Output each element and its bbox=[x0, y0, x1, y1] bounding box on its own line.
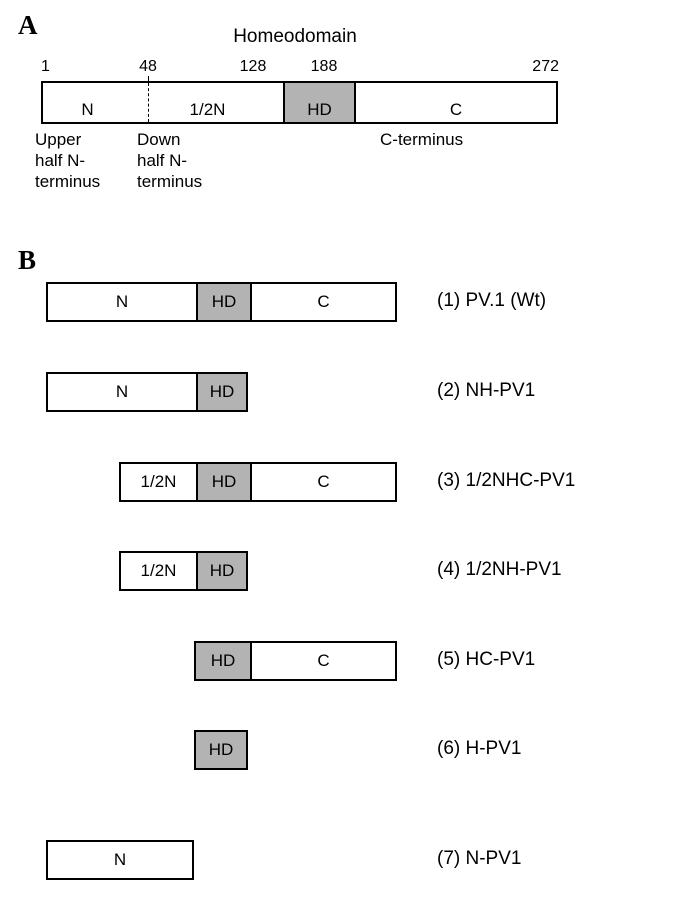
construct-4-segment-half-n-label: 1/2N bbox=[140, 561, 177, 580]
construct-3-segment-c-label: C bbox=[317, 472, 330, 491]
construct-1-segment-n-label: N bbox=[115, 292, 129, 311]
panel-a-letter: A bbox=[18, 10, 38, 40]
tick-label-188: 188 bbox=[310, 58, 338, 75]
segment-c-label: C bbox=[449, 100, 463, 119]
tick-label-48: 48 bbox=[139, 58, 157, 75]
tick-mark-48 bbox=[148, 76, 149, 83]
construct-5-segment-c-label: C bbox=[317, 651, 330, 670]
annotation-upper-half-n-terminus: Upper half N- terminus bbox=[35, 130, 101, 191]
divider-residue-48 bbox=[148, 83, 149, 122]
construct-3-segment-c: C bbox=[250, 464, 395, 500]
construct-4-segment-hd: HD bbox=[196, 553, 246, 589]
construct-4-segment-half-n: 1/2N bbox=[121, 553, 196, 589]
construct-1-segment-hd: HD bbox=[196, 284, 250, 320]
construct-bar-2: N HD bbox=[46, 372, 248, 412]
construct-2-segment-hd: HD bbox=[196, 374, 246, 410]
segment-n: N bbox=[43, 83, 132, 122]
construct-label-1: (1) PV.1 (Wt) bbox=[437, 290, 547, 311]
construct-bar-6: HD bbox=[194, 730, 248, 770]
panel-a-domain-bar: N 1/2N HD C bbox=[41, 81, 558, 124]
segment-half-n-label: 1/2N bbox=[189, 100, 226, 119]
segment-hd: HD bbox=[283, 83, 354, 122]
segment-hd-label: HD bbox=[307, 100, 332, 119]
construct-label-4: (4) 1/2NH-PV1 bbox=[437, 559, 562, 580]
tick-label-128: 128 bbox=[239, 58, 267, 75]
tick-label-1: 1 bbox=[41, 58, 50, 75]
construct-6-segment-hd: HD bbox=[196, 732, 246, 768]
construct-bar-1: N HD C bbox=[46, 282, 397, 322]
construct-1-segment-n: N bbox=[48, 284, 196, 320]
construct-label-5: (5) HC-PV1 bbox=[437, 649, 536, 670]
construct-5-segment-hd-label: HD bbox=[210, 651, 236, 670]
construct-5-segment-hd: HD bbox=[196, 643, 250, 679]
construct-3-segment-hd-label: HD bbox=[211, 472, 237, 491]
segment-c: C bbox=[354, 83, 556, 122]
construct-3-segment-hd: HD bbox=[196, 464, 250, 500]
segment-half-n: 1/2N bbox=[132, 83, 283, 122]
construct-5-segment-c: C bbox=[250, 643, 395, 679]
construct-1-segment-c: C bbox=[250, 284, 395, 320]
construct-3-segment-half-n-label: 1/2N bbox=[140, 472, 177, 491]
annotation-down-half-n-terminus: Down half N- terminus bbox=[137, 130, 203, 191]
construct-bar-4: 1/2N HD bbox=[119, 551, 248, 591]
construct-3-segment-half-n: 1/2N bbox=[121, 464, 196, 500]
construct-label-6: (6) H-PV1 bbox=[437, 738, 522, 759]
construct-2-segment-n: N bbox=[48, 374, 196, 410]
construct-2-segment-n-label: N bbox=[115, 382, 129, 401]
construct-4-segment-hd-label: HD bbox=[209, 561, 235, 580]
annotation-c-terminus: C-terminus bbox=[380, 130, 464, 149]
construct-label-2: (2) NH-PV1 bbox=[437, 380, 536, 401]
construct-label-7: (7) N-PV1 bbox=[437, 848, 522, 869]
construct-7-segment-n-label: N bbox=[113, 850, 127, 869]
tick-label-272: 272 bbox=[532, 58, 559, 75]
panel-a-title: Homeodomain bbox=[233, 26, 357, 47]
construct-7-segment-n: N bbox=[48, 842, 192, 878]
construct-bar-5: HD C bbox=[194, 641, 397, 681]
panel-b-letter: B bbox=[18, 245, 37, 275]
construct-6-segment-hd-label: HD bbox=[208, 740, 234, 759]
construct-2-segment-hd-label: HD bbox=[209, 382, 235, 401]
construct-bar-3: 1/2N HD C bbox=[119, 462, 397, 502]
segment-n-label: N bbox=[81, 100, 94, 119]
construct-label-3: (3) 1/2NHC-PV1 bbox=[437, 470, 576, 491]
construct-1-segment-hd-label: HD bbox=[211, 292, 237, 311]
construct-1-segment-c-label: C bbox=[317, 292, 330, 311]
construct-bar-7: N bbox=[46, 840, 194, 880]
